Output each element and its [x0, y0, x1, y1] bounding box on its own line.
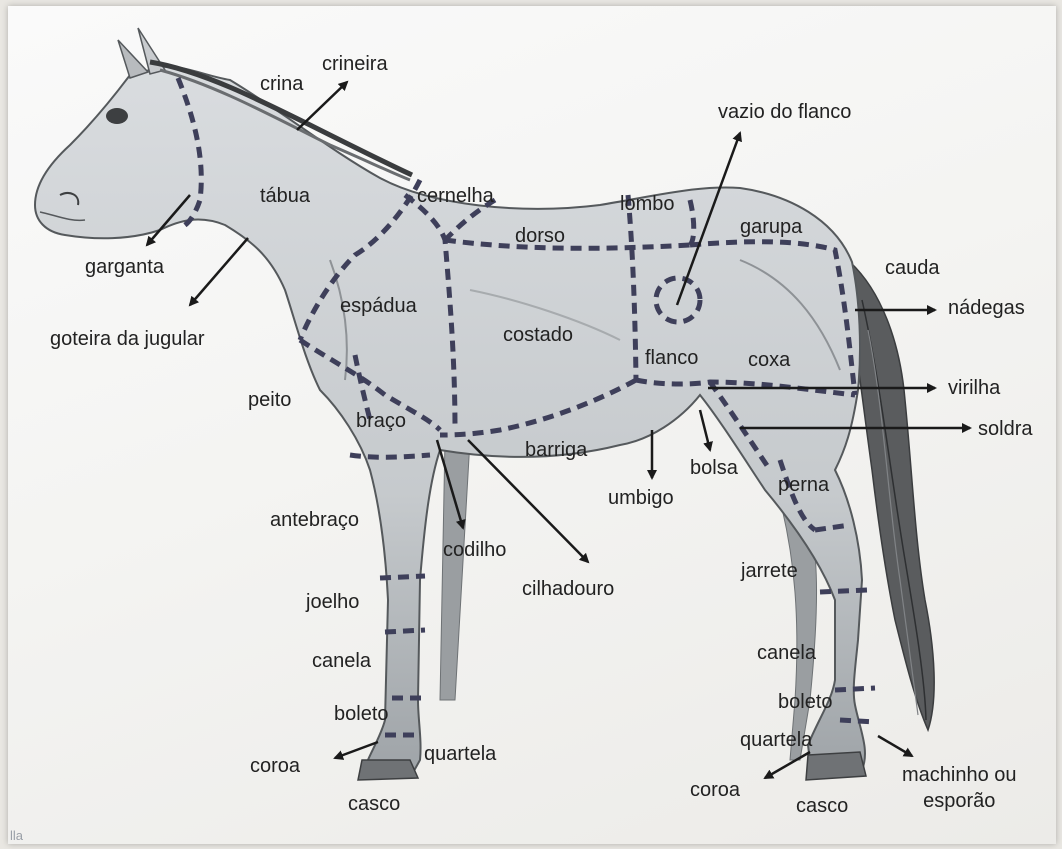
label-umbigo: umbigo — [608, 488, 674, 508]
label-jarrete: jarrete — [741, 561, 798, 581]
label-dorso: dorso — [515, 226, 565, 246]
label-crineira: crineira — [322, 54, 388, 74]
label-quartela-front: quartela — [424, 744, 496, 764]
label-codilho: codilho — [443, 540, 506, 560]
label-perna: perna — [778, 475, 829, 495]
label-coroa-front: coroa — [250, 756, 300, 776]
label-costado: costado — [503, 325, 573, 345]
label-soldra: soldra — [978, 419, 1032, 439]
label-bolsa: bolsa — [690, 458, 738, 478]
label-antebraco: antebraço — [270, 510, 359, 530]
tail-shape — [850, 262, 934, 730]
label-cilhadouro: cilhadouro — [522, 579, 614, 599]
label-cernelha: cernelha — [417, 186, 494, 206]
label-casco-front: casco — [348, 794, 400, 814]
label-goteira-da-jugular: goteira da jugular — [50, 329, 205, 349]
label-boleto-hind: boleto — [778, 692, 833, 712]
label-casco-hind: casco — [796, 796, 848, 816]
label-crina: crina — [260, 74, 303, 94]
label-garupa: garupa — [740, 217, 802, 237]
label-machinho-ou-esporao: machinho ou esporão — [902, 762, 1017, 814]
label-braco: braço — [356, 411, 406, 431]
label-boleto-front: boleto — [334, 704, 389, 724]
label-virilha: virilha — [948, 378, 1000, 398]
label-lombo: lombo — [620, 194, 674, 214]
label-machinho-line1: machinho ou — [902, 764, 1017, 786]
label-vazio-do-flanco: vazio do flanco — [718, 102, 851, 122]
label-garganta: garganta — [85, 257, 164, 277]
label-joelho: joelho — [306, 592, 359, 612]
corner-watermark-text: lla — [10, 828, 23, 843]
label-coroa-hind: coroa — [690, 780, 740, 800]
label-canela-hind: canela — [757, 643, 816, 663]
label-coxa: coxa — [748, 350, 790, 370]
label-cauda: cauda — [885, 258, 940, 278]
label-peito: peito — [248, 390, 291, 410]
label-machinho-line2: esporão — [923, 790, 995, 812]
label-canela-front: canela — [312, 651, 371, 671]
label-tabua: tábua — [260, 186, 310, 206]
label-quartela-hind: quartela — [740, 730, 812, 750]
label-barriga: barriga — [525, 440, 587, 460]
label-nadegas: nádegas — [948, 298, 1025, 318]
label-flanco: flanco — [645, 348, 698, 368]
label-espadua: espádua — [340, 296, 417, 316]
